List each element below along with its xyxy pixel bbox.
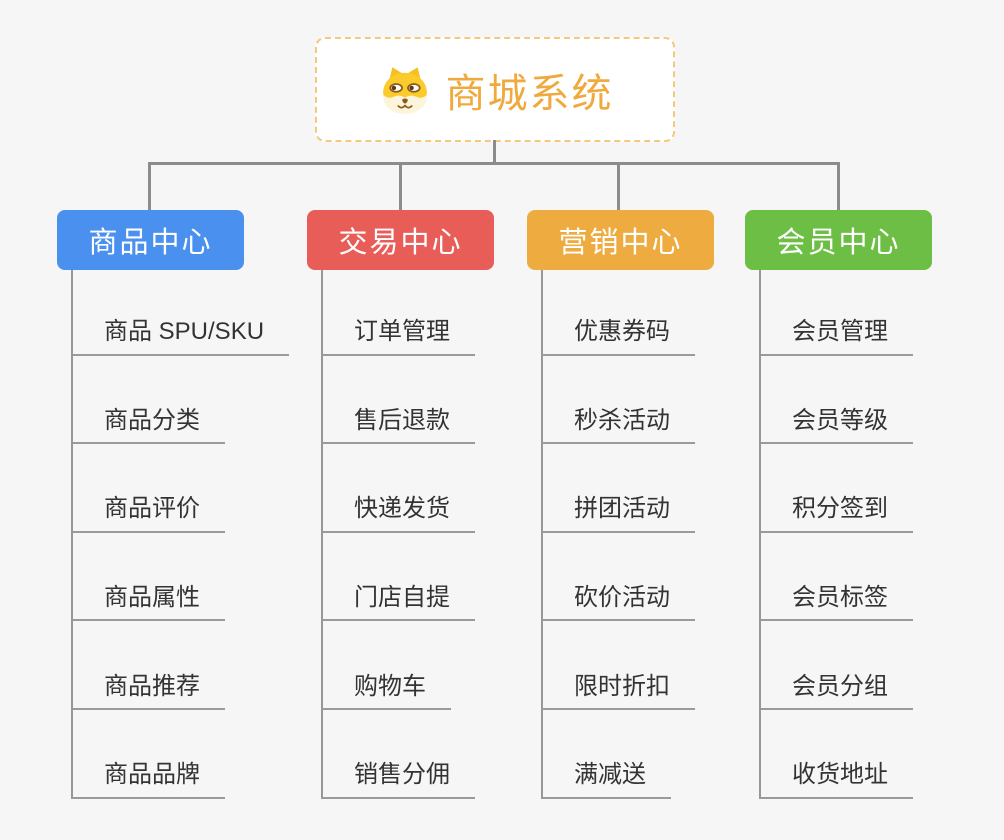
branch-node-label: 营销中心: [558, 227, 683, 259]
branch-item[interactable]: 购物车: [321, 621, 475, 710]
branch-item[interactable]: 秒杀活动: [541, 356, 695, 445]
branch-item[interactable]: 满减送: [541, 710, 695, 799]
dog-face-icon: [377, 63, 433, 117]
connector-drop-line: [148, 162, 151, 210]
branch-node[interactable]: 会员中心: [745, 210, 932, 270]
branch-item[interactable]: 砍价活动: [541, 533, 695, 622]
branch-item-label: 商品品牌: [71, 761, 225, 799]
branch-item-label: 门店自提: [321, 584, 475, 622]
branch-item[interactable]: 售后退款: [321, 356, 475, 445]
branch-item-label: 会员等级: [759, 407, 913, 445]
branch-item[interactable]: 商品分类: [71, 356, 289, 445]
branch-item[interactable]: 积分签到: [759, 444, 913, 533]
branch-item[interactable]: 商品推荐: [71, 621, 289, 710]
branch-node-label: 会员中心: [776, 227, 901, 259]
branch-item[interactable]: 订单管理: [321, 267, 475, 356]
branch-item[interactable]: 会员管理: [759, 267, 913, 356]
branch-stem-line: [541, 270, 543, 799]
connector-horizontal-line: [148, 162, 840, 165]
branch: 交易中心 订单管理售后退款快递发货门店自提购物车销售分佣: [307, 210, 537, 810]
branch-item[interactable]: 商品 SPU/SKU: [71, 267, 290, 356]
branch-item-label: 限时折扣: [541, 673, 695, 710]
branch-item[interactable]: 门店自提: [321, 533, 475, 622]
branch-item[interactable]: 会员标签: [759, 533, 913, 622]
branch-stem-line: [759, 270, 761, 799]
branch-item-label: 会员标签: [759, 584, 913, 622]
branch: 营销中心 优惠券码秒杀活动拼团活动砍价活动限时折扣满减送: [527, 210, 757, 810]
branch-node[interactable]: 商品中心: [57, 210, 244, 270]
branch-node[interactable]: 营销中心: [527, 210, 714, 270]
root-topic[interactable]: 商城系统: [315, 37, 675, 142]
branch-item-label: 快递发货: [321, 496, 475, 533]
branch: 商品中心 商品 SPU/SKU 商品分类商品评价商品属性商品推荐商品品牌: [57, 210, 290, 810]
branch-item[interactable]: 商品评价: [71, 444, 289, 533]
branch-item-label: 商品属性: [71, 584, 225, 622]
branch-item-label: 砍价活动: [541, 584, 695, 622]
root-topic-title: 商城系统: [445, 71, 614, 116]
branch-item-label: 满减送: [541, 761, 671, 799]
branch-item[interactable]: 快递发货: [321, 444, 475, 533]
branch-item[interactable]: 商品属性: [71, 533, 289, 622]
branch-node[interactable]: 交易中心: [307, 210, 494, 270]
branch-node-label: 交易中心: [338, 227, 463, 259]
branch-items: 优惠券码秒杀活动拼团活动砍价活动限时折扣满减送: [541, 267, 695, 799]
connector-drop-line: [837, 162, 840, 210]
connector-drop-line: [399, 162, 402, 210]
branch-items: 商品 SPU/SKU 商品分类商品评价商品属性商品推荐商品品牌: [71, 267, 290, 799]
branch-item[interactable]: 收货地址: [759, 710, 913, 799]
connector-root-stem: [493, 140, 496, 165]
branch-item-label: 商品 SPU/SKU: [71, 318, 290, 356]
branch-item-label: 积分签到: [759, 496, 913, 533]
branch-item-label: 商品分类: [71, 407, 225, 445]
branch-stem-line: [321, 270, 323, 799]
branch-item[interactable]: 会员分组: [759, 621, 913, 710]
branch-item-label: 优惠券码: [541, 318, 695, 356]
branch-stem-line: [71, 270, 73, 799]
branch-items: 会员管理会员等级积分签到会员标签会员分组收货地址: [759, 267, 913, 799]
branch: 会员中心 会员管理会员等级积分签到会员标签会员分组收货地址: [745, 210, 975, 810]
branch-item-label: 订单管理: [321, 318, 475, 356]
branch-item[interactable]: 优惠券码: [541, 267, 695, 356]
branch-item-label: 会员管理: [759, 318, 913, 356]
branch-item-label: 销售分佣: [321, 761, 475, 799]
branch-item-label: 购物车: [321, 673, 451, 710]
branch-item-label: 秒杀活动: [541, 407, 695, 445]
branch-item[interactable]: 商品品牌: [71, 710, 289, 799]
branch-item-label: 商品评价: [71, 496, 225, 533]
branch-node-label: 商品中心: [88, 227, 213, 259]
branch-item-label: 售后退款: [321, 407, 475, 445]
connector-drop-line: [617, 162, 620, 210]
branch-item-label: 拼团活动: [541, 496, 695, 533]
branch-item[interactable]: 限时折扣: [541, 621, 695, 710]
branch-item[interactable]: 销售分佣: [321, 710, 475, 799]
branch-item-label: 收货地址: [759, 761, 913, 799]
branch-item[interactable]: 会员等级: [759, 356, 913, 445]
branch-item-label: 会员分组: [759, 673, 913, 710]
branch-item[interactable]: 拼团活动: [541, 444, 695, 533]
branch-items: 订单管理售后退款快递发货门店自提购物车销售分佣: [321, 267, 475, 799]
branch-item-label: 商品推荐: [71, 673, 225, 710]
